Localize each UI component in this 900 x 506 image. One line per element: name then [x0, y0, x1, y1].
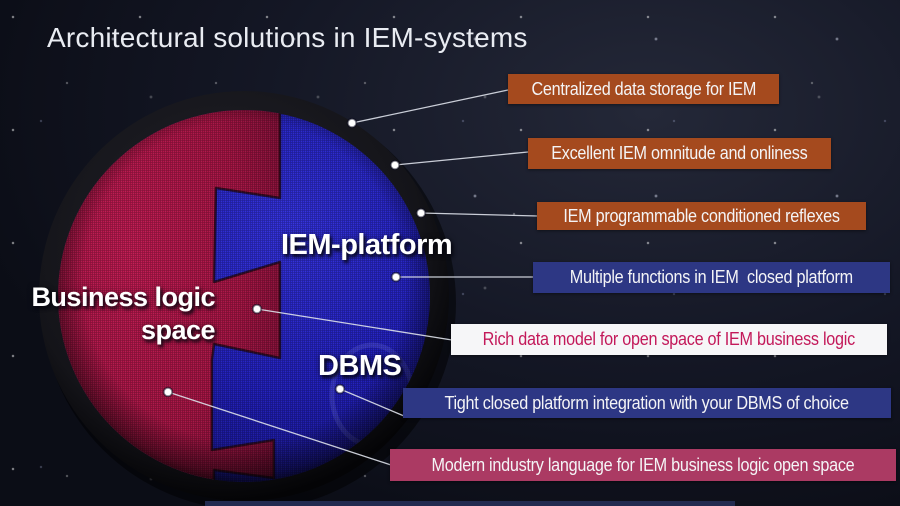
connector-line-rich-data-model [256, 308, 453, 341]
callout-label: Multiple functions in IEM closed platfor… [569, 267, 854, 287]
callout-rich-data-model: Rich data model for open space of IEM bu… [451, 324, 887, 355]
callout-label: Rich data model for open space of IEM bu… [482, 329, 856, 349]
connector-dot-modern-language [162, 386, 174, 398]
callout-label: Tight closed platform integration with y… [444, 392, 850, 413]
connector-dot-dbms-integration [334, 383, 346, 395]
callout-label: Excellent IEM omnitude and onliness [551, 143, 808, 163]
business-logic-line1: Business logic [31, 282, 215, 312]
connector-dot-conditioned-reflexes [415, 207, 427, 219]
iem-platform-label: IEM-platform [281, 229, 453, 261]
slide-title: Architectural solutions in IEM-systems [47, 22, 528, 53]
callout-label: Modern industry language for IEM busines… [431, 454, 855, 475]
connector-line-modern-language [167, 391, 392, 466]
business-logic-line2: space [140, 315, 216, 345]
callout-multiple-functions: Multiple functions in IEM closed platfor… [533, 262, 890, 293]
connector-dot-omnitude-onliness [389, 159, 401, 171]
business-logic-label: Business logic space [25, 281, 215, 347]
callout-label: IEM programmable conditioned reflexes [563, 205, 840, 226]
callout-modern-language: Modern industry language for IEM busines… [390, 449, 896, 481]
connector-line-conditioned-reflexes [420, 212, 539, 217]
connector-dot-multiple-functions [390, 271, 402, 283]
callout-label: Centralized data storage for IEM [531, 78, 756, 99]
callout-centralized-storage: Centralized data storage for IEM [508, 74, 779, 104]
connector-dot-rich-data-model [251, 303, 263, 315]
connector-line-centralized-storage [351, 89, 509, 124]
callout-dbms-integration: Tight closed platform integration with y… [403, 388, 891, 418]
connector-layer [162, 89, 539, 466]
connector-line-omnitude-onliness [394, 151, 529, 166]
bottom-edge-bar [205, 501, 735, 506]
dbms-label: DBMS [318, 350, 402, 382]
connector-dot-centralized-storage [346, 117, 358, 129]
callout-omnitude-onliness: Excellent IEM omnitude and onliness [528, 138, 831, 169]
connector-line-dbms-integration [339, 388, 405, 417]
callout-conditioned-reflexes: IEM programmable conditioned reflexes [537, 202, 866, 230]
